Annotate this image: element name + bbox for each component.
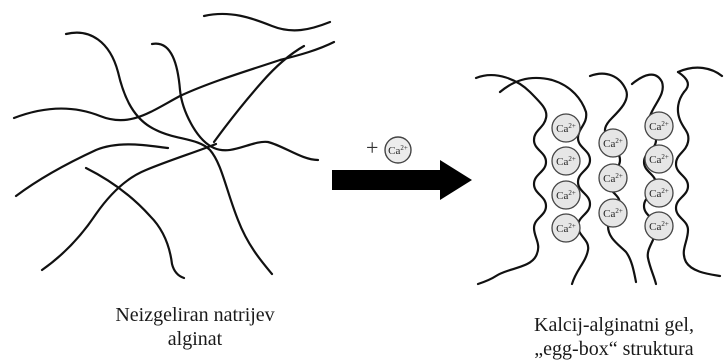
reaction-arrow	[332, 160, 472, 200]
chain-4	[204, 14, 330, 30]
sodium-alginate-chains	[14, 14, 334, 278]
chain-7	[86, 168, 184, 278]
ca-ion: Ca2+	[645, 145, 673, 173]
caption-right-line2: „egg-box“ struktura	[500, 337, 728, 361]
caption-left-line2: alginat	[60, 327, 330, 351]
gel-chain-e-tail	[678, 72, 688, 92]
gel-chain-e	[676, 68, 722, 276]
chain-1	[14, 42, 334, 120]
caption-sodium-alginate: Neizgeliran natrijev alginat	[60, 303, 330, 351]
caption-calcium-alginate-gel: Kalcij-alginatni gel, „egg-box“ struktur…	[500, 313, 728, 361]
ca-ion: Ca2+	[645, 179, 673, 207]
chain-2	[66, 33, 272, 274]
ca-ion: Ca2+	[552, 147, 580, 175]
ca-ion: Ca2+	[645, 112, 673, 140]
ca-ion: Ca2+	[552, 181, 580, 209]
ca-ion: Ca2+	[552, 114, 580, 142]
caption-left-line1: Neizgeliran natrijev	[60, 303, 330, 327]
caption-right-line1: Kalcij-alginatni gel,	[500, 313, 728, 337]
egg-box-structure: Ca2+ Ca2+ Ca2+ Ca2+ Ca2+ Ca2+	[476, 68, 722, 284]
ca-ion: Ca2+	[599, 199, 627, 227]
calcium-ions: Ca2+ Ca2+ Ca2+ Ca2+ Ca2+ Ca2+	[552, 112, 673, 242]
ca-ion: Ca2+	[645, 212, 673, 240]
ca-ion: Ca2+	[552, 214, 580, 242]
chain-8	[214, 46, 304, 142]
ca-ion: Ca2+	[599, 129, 627, 157]
gel-chain-a	[476, 75, 546, 284]
chain-3	[152, 44, 318, 160]
ca-ion: Ca2+	[599, 164, 627, 192]
reagent-label: + Ca2+	[366, 135, 411, 163]
plus-sign: +	[366, 135, 378, 160]
